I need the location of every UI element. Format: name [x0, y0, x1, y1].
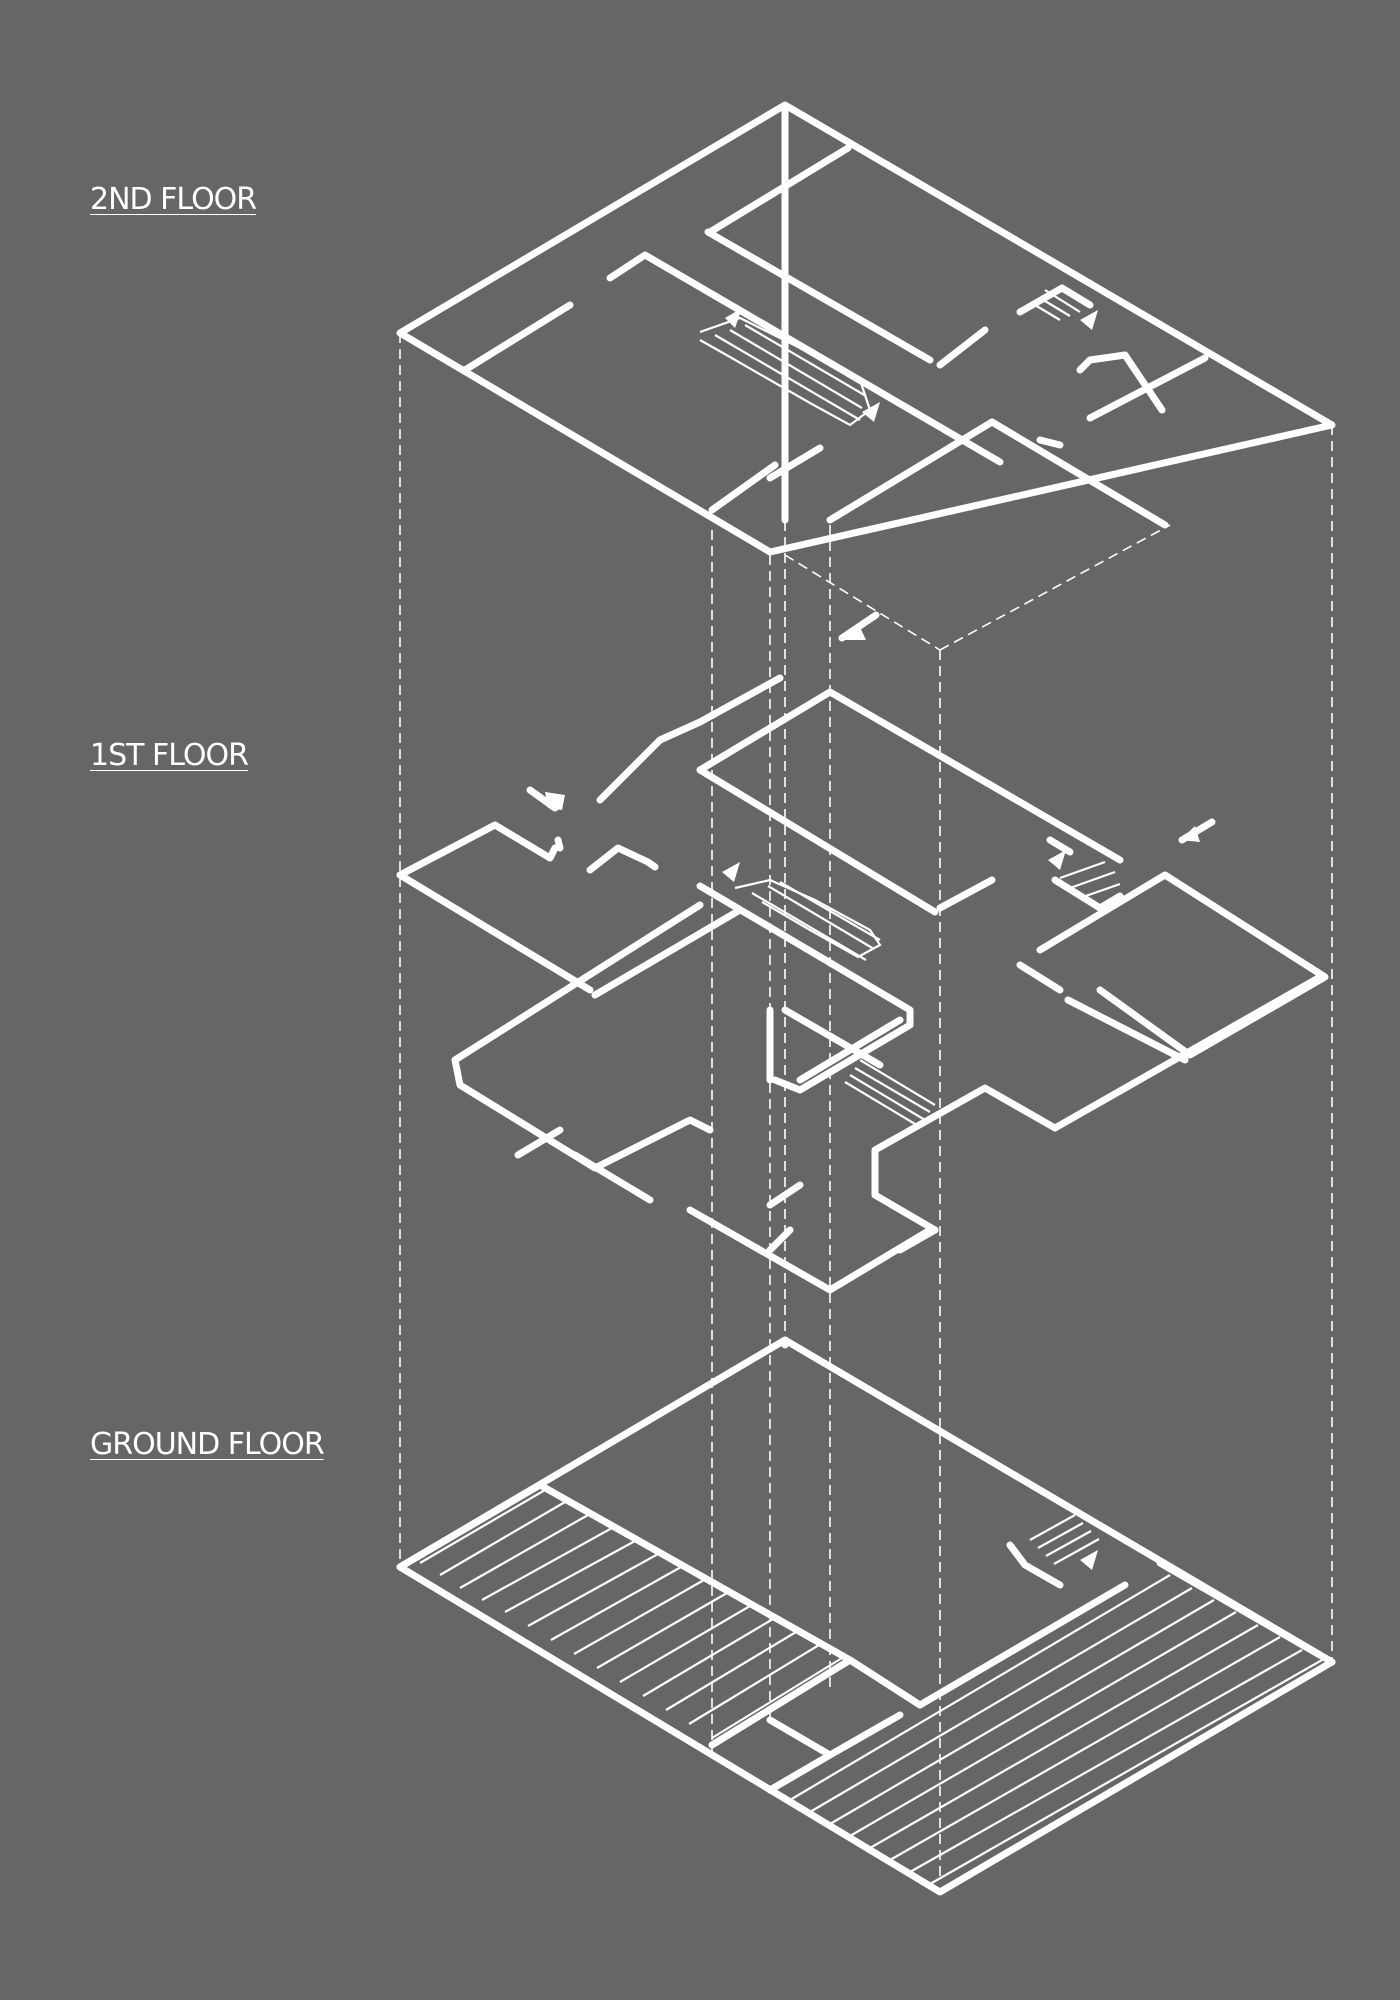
stair-arrow-icon: [1080, 310, 1098, 330]
first-floor-plan: [396, 674, 1329, 1294]
stair-arrow-icon: [1048, 850, 1066, 870]
first-floor-stairs: [722, 850, 1121, 1128]
stair-arrow-icon: [862, 402, 880, 422]
stair-arrow-icon: [722, 862, 740, 882]
second-floor-stairs: [699, 289, 1098, 427]
second-floor-label: 2ND FLOOR: [90, 182, 257, 217]
ground-floor-plan: [396, 1336, 1336, 1896]
second-floor-plan: [396, 101, 1336, 556]
ground-floor-hatching: [419, 1489, 1323, 1885]
ground-floor-label: GROUND FLOOR: [90, 1427, 325, 1462]
stair-arrow-icon: [725, 308, 742, 328]
entrance-arrows: [526, 611, 1216, 844]
stair-arrow-icon: [1080, 1550, 1098, 1570]
first-floor-label: 1ST FLOOR: [90, 738, 249, 773]
